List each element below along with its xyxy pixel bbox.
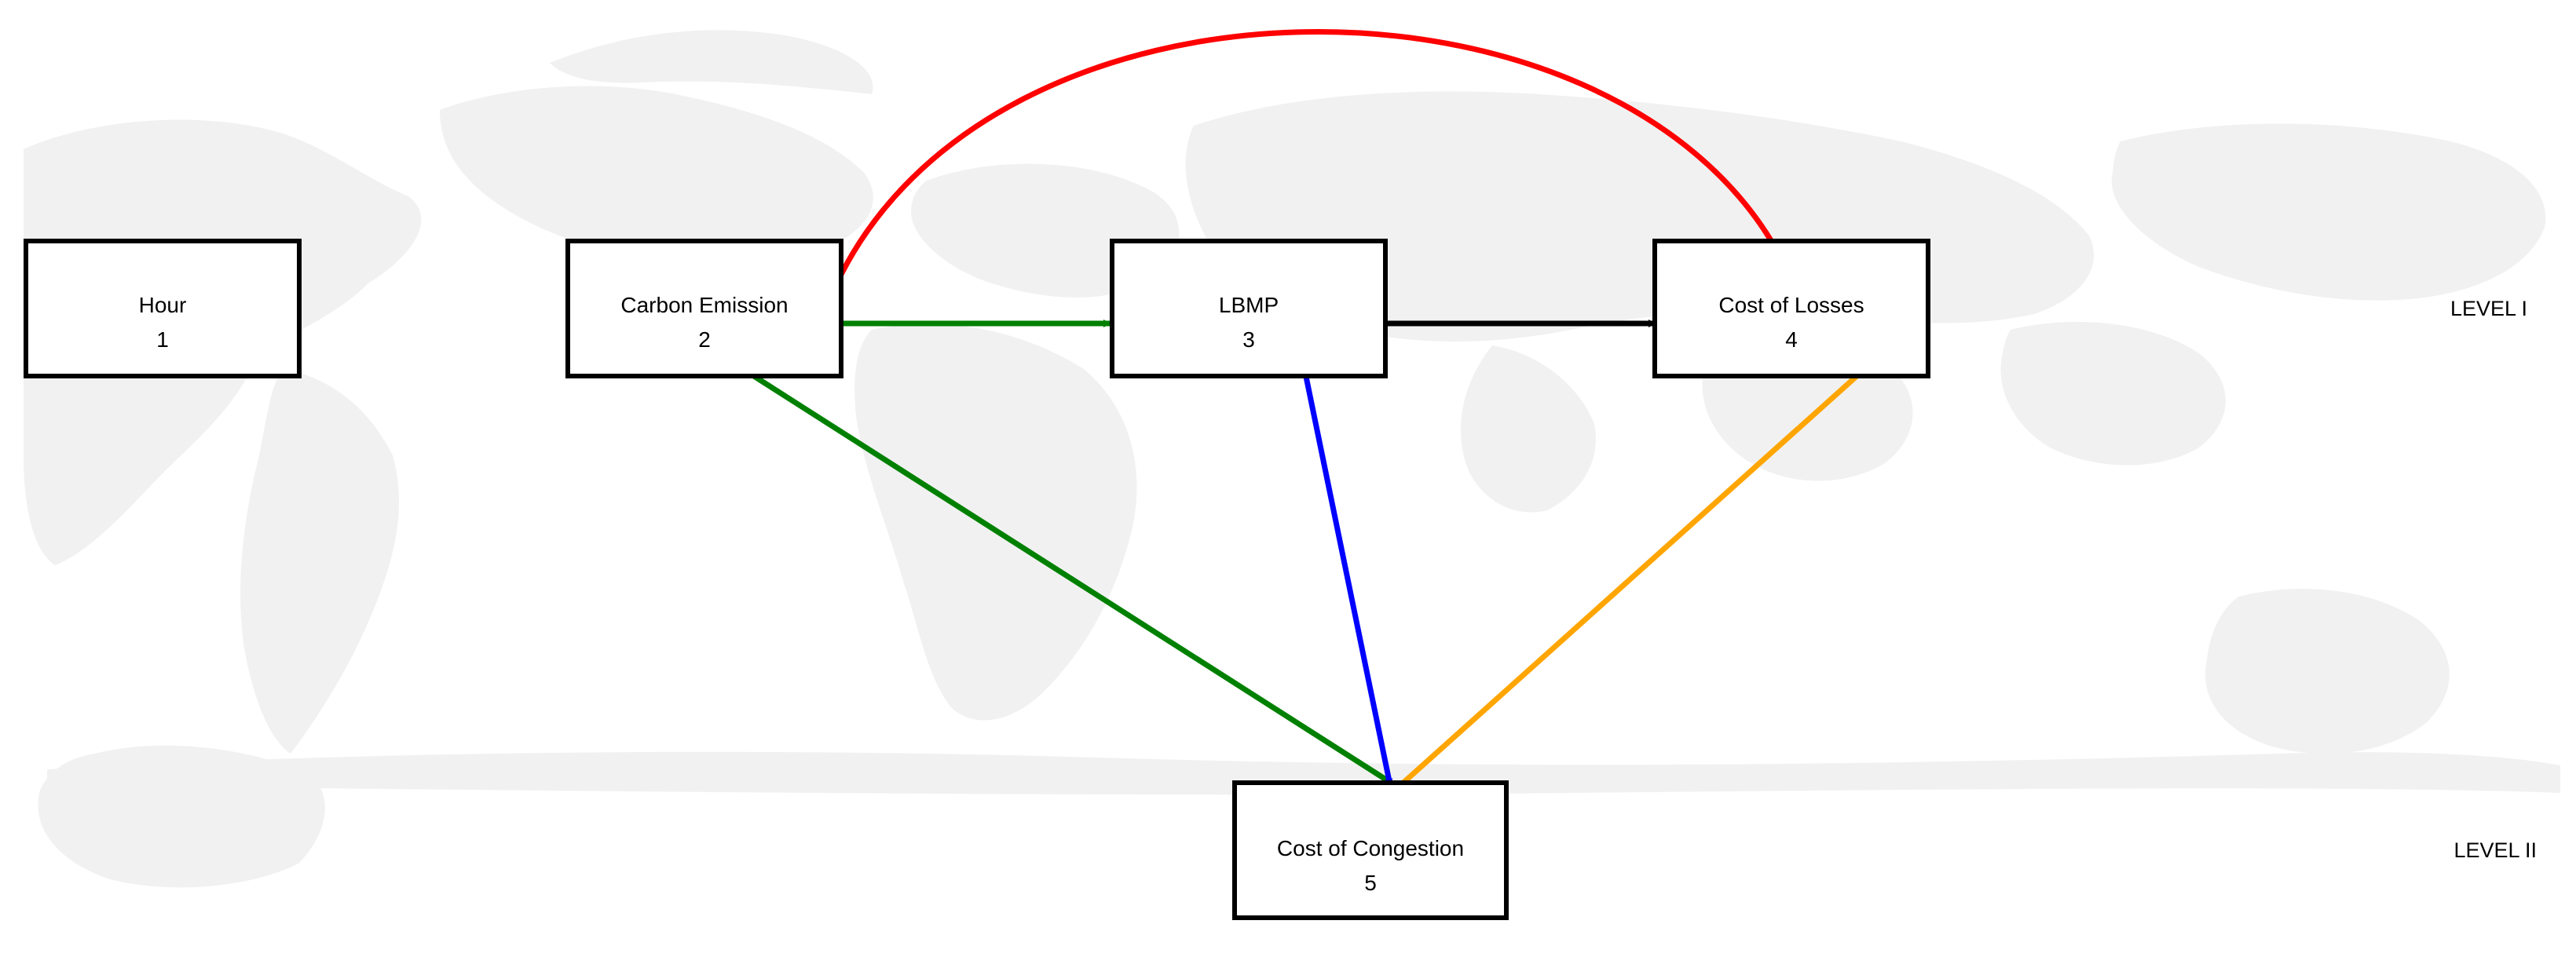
node-cost-of-losses: Cost of Losses 4 [1652, 239, 1930, 378]
node-carbon-emission: Carbon Emission 2 [565, 239, 843, 378]
node-cost-of-congestion-number: 5 [1364, 871, 1377, 895]
node-cost-of-losses-number: 4 [1785, 327, 1798, 352]
node-carbon-emission-number: 2 [698, 327, 711, 352]
node-hour: Hour 1 [24, 239, 302, 378]
node-carbon-emission-label: Carbon Emission [620, 293, 788, 317]
edge-congestion-carbon [746, 370, 1390, 784]
level-1-label: LEVEL I [2450, 297, 2527, 320]
node-lbmp-label: LBMP [1219, 293, 1279, 317]
node-lbmp-number: 3 [1242, 327, 1255, 352]
node-cost-of-congestion-label: Cost of Congestion [1277, 836, 1464, 860]
world-map-watermark-icon [24, 30, 2560, 888]
level-2-label: LEVEL II [2453, 838, 2537, 862]
node-hour-label: Hour [139, 293, 187, 317]
edge-carbon-losses-arc [832, 29, 1780, 289]
edge-congestion-losses [1388, 368, 1865, 797]
node-lbmp: LBMP 3 [1110, 239, 1388, 378]
edge-congestion-lbmp [1301, 367, 1393, 787]
node-cost-of-losses-label: Cost of Losses [1718, 293, 1864, 317]
node-cost-of-congestion: Cost of Congestion 5 [1232, 780, 1509, 920]
node-hour-number: 1 [156, 327, 169, 352]
